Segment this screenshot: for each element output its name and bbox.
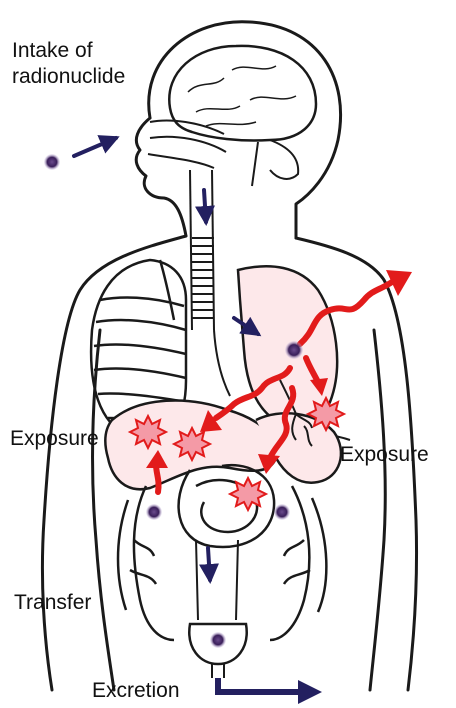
excretion-arrow-head <box>298 680 322 704</box>
cerebellum <box>252 140 298 186</box>
nasal-cavity <box>148 121 226 169</box>
ray-up-liver <box>156 464 159 492</box>
particle-bladder <box>210 632 226 648</box>
exposure-label-right: Exposure <box>340 442 429 468</box>
brain <box>169 46 316 141</box>
flow-arrows <box>74 138 258 580</box>
ureters <box>196 540 238 620</box>
particle-left-organ <box>146 504 162 520</box>
particle-lung <box>285 341 303 359</box>
transfer-label: Transfer <box>14 590 91 616</box>
intake-label-line1: Intake of <box>12 38 125 64</box>
intake-arrow <box>74 138 116 156</box>
excretion-arrow <box>218 678 300 692</box>
body-outline <box>42 22 416 690</box>
transfer-down-arrow <box>208 548 210 580</box>
burst-lower <box>230 478 266 510</box>
burst-lung <box>308 398 344 430</box>
burst-liver-mid <box>174 428 210 460</box>
brain-folds <box>188 66 296 126</box>
intake-label-line2: radionuclide <box>12 64 125 90</box>
intake-label: Intake of radionuclide <box>12 38 125 90</box>
trachea-down-arrow <box>204 190 206 222</box>
particle-intake <box>44 154 60 170</box>
esophagus <box>214 330 230 396</box>
exposure-label-left: Exposure <box>10 426 99 452</box>
trachea <box>190 170 214 330</box>
excretion-label: Excretion <box>92 678 180 704</box>
particle-right-organ <box>274 504 290 520</box>
burst-liver-left <box>130 416 166 448</box>
urethra <box>212 664 224 678</box>
